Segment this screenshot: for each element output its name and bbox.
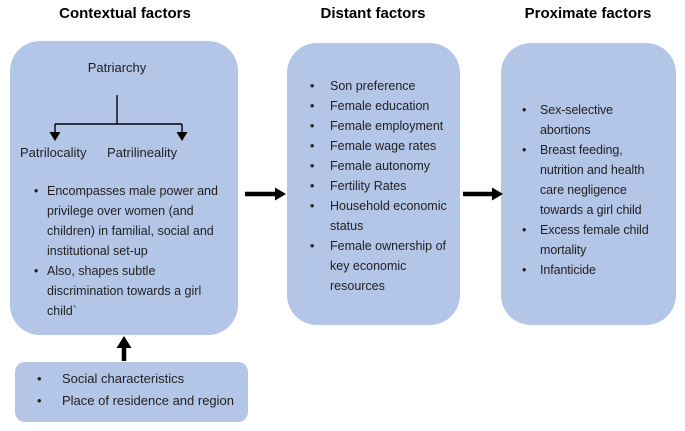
- contextual-to-distant-arrow: [245, 187, 286, 201]
- background-characteristics-box: Social characteristicsPlace of residence…: [15, 362, 248, 422]
- list-item: Female employment: [310, 116, 450, 136]
- patrilocality-label: Patrilocality: [20, 145, 87, 160]
- contextual-bullets: Encompasses male power and privilege ove…: [34, 181, 229, 321]
- list-item: Son preference: [310, 76, 450, 96]
- proximate-bullets: Sex-selective abortionsBreast feeding, n…: [522, 100, 662, 280]
- distant-to-proximate-arrow: [463, 187, 503, 201]
- list-item: Female ownership of key economic resourc…: [310, 236, 450, 296]
- column-title-contextual: Contextual factors: [59, 5, 191, 22]
- right-arrowhead-icon: [275, 187, 286, 201]
- up-arrowhead-icon: [116, 336, 132, 348]
- list-item: Fertility Rates: [310, 176, 450, 196]
- background-bullets: Social characteristicsPlace of residence…: [37, 368, 242, 412]
- list-item: Female autonomy: [310, 156, 450, 176]
- list-item: Breast feeding, nutrition and health car…: [522, 140, 662, 220]
- list-item: Sex-selective abortions: [522, 100, 662, 140]
- list-item: Place of residence and region: [37, 390, 242, 412]
- list-item: Also, shapes subtle discrimination towar…: [34, 261, 229, 321]
- patrilineality-label: Patrilineality: [107, 145, 178, 160]
- proximate-factors-box: Sex-selective abortionsBreast feeding, n…: [501, 43, 676, 325]
- list-item: Female education: [310, 96, 450, 116]
- patriarchy-label: Patriarchy: [87, 60, 147, 75]
- list-item: Excess female child mortality: [522, 220, 662, 260]
- distant-factors-box: Son preferenceFemale educationFemale emp…: [287, 43, 460, 325]
- list-item: Social characteristics: [37, 368, 242, 390]
- contextual-factors-box: Patriarchy Patrilocality Patrilineality …: [10, 41, 238, 335]
- list-item: Infanticide: [522, 260, 662, 280]
- distant-bullets: Son preferenceFemale educationFemale emp…: [310, 76, 450, 296]
- list-item: Female wage rates: [310, 136, 450, 156]
- column-title-distant: Distant factors: [320, 5, 426, 22]
- list-item: Household economic status: [310, 196, 450, 236]
- column-title-proximate: Proximate factors: [524, 5, 652, 22]
- list-item: Encompasses male power and privilege ove…: [34, 181, 229, 261]
- background-to-contextual-arrow: [116, 336, 132, 361]
